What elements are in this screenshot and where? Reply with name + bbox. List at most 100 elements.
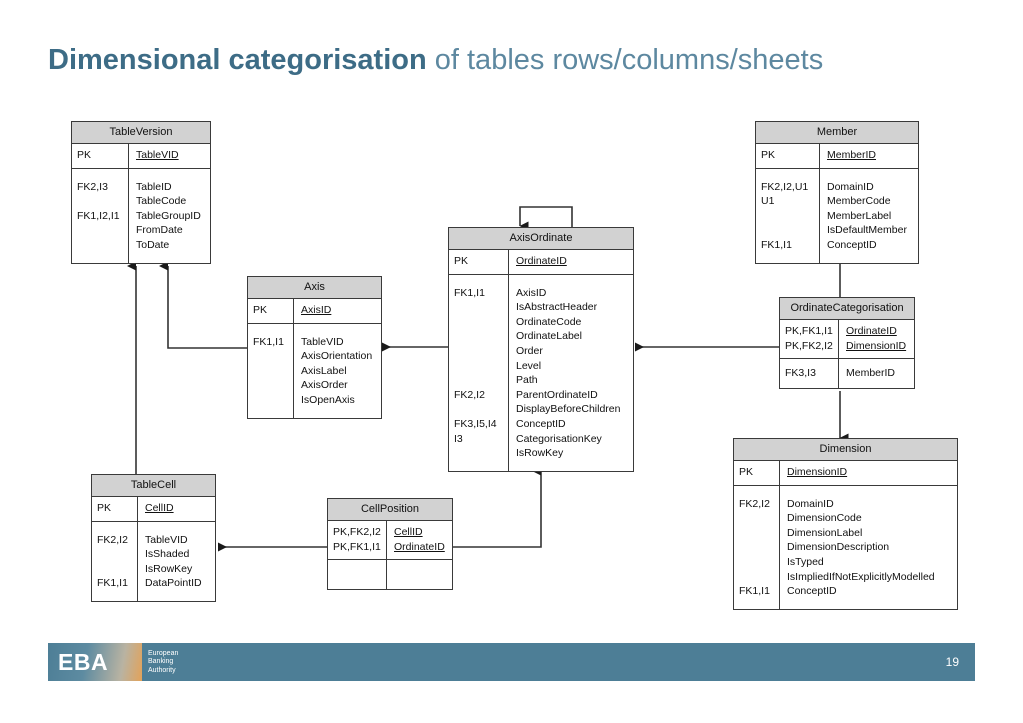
entity-member[interactable]: Member PK MemberID FK2,I2,U1 U1 FK1,I1 D… [755, 121, 919, 264]
attr-label: TableCode [136, 195, 187, 208]
key-label [253, 393, 290, 408]
key-label [761, 223, 816, 238]
key-label: FK1,I1 [739, 585, 770, 598]
attr-label: MemberID [846, 367, 896, 380]
key-label [454, 329, 505, 344]
entity-pk-section: PK CellID [92, 497, 215, 522]
attr-label: AxisID [516, 286, 547, 299]
entity-tablecell[interactable]: TableCell PK CellID FK2,I2 FK1,I1 TableV… [91, 474, 216, 602]
page-title: Dimensional categorisation of tables row… [48, 44, 823, 77]
attr-label: DimensionCode [787, 512, 862, 525]
key-label [77, 238, 125, 253]
er-diagram: TableVersion PK TableVID FK2,I3 FK1,I2,I… [71, 121, 958, 610]
key-label: FK1,I1 [761, 238, 792, 251]
attr-label: CellID [145, 502, 174, 514]
entity-attr-section: FK2,I2 FK1,I1 TableVID IsShaded IsRowKey… [92, 521, 215, 601]
attr-label: DimensionID [787, 466, 848, 478]
organisation-name: European Banking Authority [148, 650, 178, 675]
attr-label: DomainID [787, 497, 834, 510]
attr-label: ConceptID [516, 417, 566, 430]
entity-attr-section: FK2,I2,U1 U1 FK1,I1 DomainID MemberCode … [756, 168, 918, 263]
entity-title: Dimension [734, 439, 957, 461]
entity-title: CellPosition [328, 499, 452, 521]
attr-label: IsRowKey [145, 562, 193, 575]
attr-label: FromDate [136, 224, 183, 237]
key-label [454, 359, 505, 374]
key-label [97, 547, 134, 562]
eba-logo: EBA [48, 643, 142, 681]
attr-label: DataPointID [145, 577, 202, 590]
attr-label: Level [516, 359, 542, 372]
footer-bar: EBA European Banking Authority 19 [48, 643, 975, 681]
attr-label: DisplayBeforeChildren [516, 403, 621, 416]
attr-label: ConceptID [827, 238, 877, 251]
key-label [77, 194, 125, 209]
attr-label: AxisID [301, 304, 332, 316]
entity-dimension[interactable]: Dimension PK DimensionID FK2,I2 FK1,I1 D… [733, 438, 958, 610]
key-label [253, 349, 290, 364]
attr-label: OrdinateCode [516, 315, 582, 328]
entity-title: Member [756, 122, 918, 144]
key-label: FK3,I3 [785, 367, 816, 380]
entity-attr-section: FK3,I3 MemberID [780, 359, 914, 388]
key-label: PK [454, 255, 469, 267]
key-label: FK2,I2 [739, 497, 770, 510]
entity-pk-section: PK,FK1,I1 PK,FK2,I2 OrdinateID Dimension… [780, 320, 914, 360]
connector-axisordinate-self [519, 206, 573, 231]
attr-label: OrdinateID [846, 325, 897, 337]
key-label [454, 446, 505, 461]
key-label [761, 209, 816, 224]
entity-pk-section: PK DimensionID [734, 461, 957, 486]
connector-axis-tableversion [159, 261, 248, 349]
attr-label: OrdinateID [516, 255, 567, 267]
entity-title: Axis [248, 277, 381, 299]
entity-attr-section: FK2,I2 FK1,I1 DomainID DimensionCode Dim… [734, 485, 957, 609]
attr-label: TableVID [145, 533, 188, 546]
entity-title: TableCell [92, 475, 215, 497]
key-label: PK [253, 304, 268, 316]
attr-label: DomainID [827, 180, 874, 193]
attr-label: Order [516, 344, 543, 357]
attr-label: ToDate [136, 238, 170, 251]
entity-attr-section: FK1,I1 FK2,I2 FK3,I5,I4 I3 AxisID IsAbst… [449, 274, 633, 471]
entity-ordinatecategorisation[interactable]: OrdinateCategorisation PK,FK1,I1 PK,FK2,… [779, 297, 915, 389]
key-label [454, 373, 505, 388]
key-label: PK,FK1,I1 [333, 540, 381, 553]
key-label: FK1,I1 [97, 577, 128, 590]
key-label [739, 555, 776, 570]
attr-label: OrdinateLabel [516, 330, 582, 343]
key-label: FK1,I2,I1 [77, 209, 120, 222]
page-title-light: of tables rows/columns/sheets [426, 44, 824, 76]
attr-label: DimensionLabel [787, 526, 863, 539]
key-label: FK2,I3 [77, 180, 108, 193]
entity-pk-section: PK OrdinateID [449, 250, 633, 275]
key-label: U1 [761, 195, 775, 208]
entity-cellposition[interactable]: CellPosition PK,FK2,I2 PK,FK1,I1 CellID … [327, 498, 453, 590]
key-label [97, 562, 134, 577]
key-label [77, 223, 125, 238]
entity-pk-section: PK TableVID [72, 144, 210, 169]
key-label [739, 526, 776, 541]
key-label: I3 [454, 432, 463, 445]
key-label [454, 315, 505, 330]
entity-axis[interactable]: Axis PK AxisID FK1,I1 TableVID AxisOrien… [247, 276, 382, 419]
attr-label: CellID [394, 526, 423, 538]
entity-axisordinate[interactable]: AxisOrdinate PK OrdinateID FK1,I1 FK2,I2 [448, 227, 634, 472]
attr-label: TableVID [136, 149, 179, 161]
attr-label: OrdinateID [394, 540, 445, 553]
attr-label: IsImpliedIfNotExplicitlyModelled [787, 570, 935, 583]
attr-label: MemberID [827, 149, 877, 161]
entity-tableversion[interactable]: TableVersion PK TableVID FK2,I3 FK1,I2,I… [71, 121, 211, 264]
key-label [739, 511, 776, 526]
attr-label: MemberCode [827, 195, 891, 208]
entity-pk-section: PK,FK2,I2 PK,FK1,I1 CellID OrdinateID [328, 521, 452, 561]
key-label: PK [761, 149, 776, 161]
key-label: FK2,I2 [454, 388, 485, 401]
key-label: FK1,I1 [253, 335, 284, 348]
attr-label: DimensionID [846, 339, 907, 352]
attr-label: IsDefaultMember [827, 224, 907, 237]
attr-label: IsShaded [145, 548, 190, 561]
attr-label: Path [516, 374, 538, 387]
org-line-2: Banking [148, 658, 174, 666]
connector-cellposition-axisordinate [453, 466, 542, 548]
